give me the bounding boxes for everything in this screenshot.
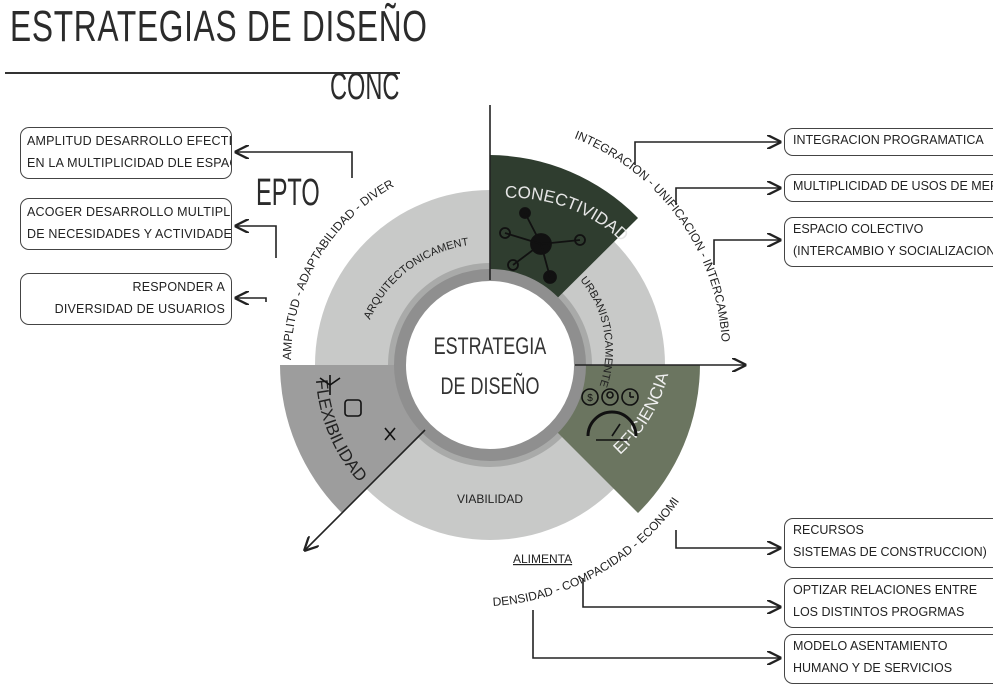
left-box-amplitud-line1: AMPLITUD DESARROLLO EFECTIVO bbox=[27, 134, 232, 148]
center-line2: DE DISEÑO bbox=[441, 371, 540, 399]
page-title: ESTRATEGIAS DE DISEÑO bbox=[10, 2, 428, 51]
concepto-part1: CONC bbox=[330, 66, 400, 108]
inner-label-bottom: VIABILIDAD bbox=[457, 492, 523, 506]
right-box-optizar-line2: LOS DISTINTOS PROGRMAS bbox=[793, 605, 965, 619]
inner-label-left-text: ARQUITECTONICAMENTE bbox=[0, 0, 470, 321]
merge-arrows-icon bbox=[384, 427, 396, 441]
flexibilidad-icons bbox=[319, 375, 396, 441]
gear-person-icon bbox=[601, 388, 619, 406]
right-box-multiplicidad-line1: MULTIPLICIDAD DE USOS DE MERCADO bbox=[793, 179, 993, 193]
left-box-responder: RESPONDER A DIVERSIDAD DE USUARIOS bbox=[20, 273, 232, 325]
right-box-integracion: INTEGRACION PROGRAMATICA bbox=[784, 128, 993, 156]
concepto-part2: EPTO bbox=[256, 172, 320, 214]
left-box-acoger-line2: DE NECESIDADES Y ACTIVIDADES bbox=[27, 227, 232, 241]
title-underline bbox=[5, 72, 400, 74]
right-box-integracion-line1: INTEGRACION PROGRAMATICA bbox=[793, 133, 984, 147]
right-box-espacio-line2: (INTERCAMBIO Y SOCIALIZACION) bbox=[793, 244, 993, 258]
refresh-icon bbox=[344, 399, 362, 417]
alimenta-label: ALIMENTA bbox=[513, 552, 572, 566]
right-box-optizar: OPTIZAR RELACIONES ENTRE LOS DISTINTOS P… bbox=[784, 578, 993, 628]
network-icon bbox=[499, 207, 586, 284]
clock-icon bbox=[621, 388, 639, 406]
axis-diagonal-arrow bbox=[305, 429, 426, 550]
right-top-connectors bbox=[634, 142, 780, 265]
left-box-responder-line1: RESPONDER A bbox=[132, 280, 225, 294]
right-box-multiplicidad: MULTIPLICIDAD DE USOS DE MERCADO bbox=[784, 174, 993, 202]
left-box-acoger: ACOGER DESARROLLO MULTIPLICIDAD DE NECES… bbox=[20, 198, 232, 250]
right-box-recursos: RECURSOS SISTEMAS DE CONSTRUCCION) bbox=[784, 518, 993, 568]
split-arrows-icon bbox=[319, 375, 341, 395]
svg-text:$: $ bbox=[587, 393, 593, 404]
money-icon bbox=[581, 388, 599, 406]
right-box-espacio-line1: ESPACIO COLECTIVO bbox=[793, 222, 924, 236]
gauge-icon bbox=[586, 410, 638, 437]
left-box-responder-line2: DIVERSIDAD DE USUARIOS bbox=[54, 302, 225, 316]
left-box-amplitud: AMPLITUD DESARROLLO EFECTIVO EN LA MULTI… bbox=[20, 127, 232, 179]
left-box-amplitud-line2: EN LA MULTIPLICIDAD DLE ESPACIO bbox=[27, 156, 232, 170]
right-box-recursos-line1: RECURSOS bbox=[793, 523, 864, 537]
left-box-acoger-line1: ACOGER DESARROLLO MULTIPLICIDAD bbox=[27, 205, 231, 219]
eficiencia-icons: $ bbox=[581, 388, 639, 441]
inner-label-left: ARQUITECTONICAMENTE bbox=[0, 0, 470, 321]
right-box-modelo-line1: MODELO ASENTAMIENTO bbox=[793, 639, 948, 653]
right-bottom-connectors bbox=[532, 530, 780, 658]
right-box-espacio: ESPACIO COLECTIVO (INTERCAMBIO Y SOCIALI… bbox=[784, 217, 993, 267]
right-box-modelo: MODELO ASENTAMIENTO HUMANO Y DE SERVICIO… bbox=[784, 634, 993, 684]
center-line1: ESTRATEGIA bbox=[434, 334, 547, 360]
right-box-optizar-line1: OPTIZAR RELACIONES ENTRE bbox=[793, 583, 978, 597]
center-ring bbox=[394, 269, 586, 461]
left-connectors bbox=[236, 152, 353, 302]
right-box-modelo-line2: HUMANO Y DE SERVICIOS bbox=[793, 661, 953, 675]
right-box-recursos-line2: SISTEMAS DE CONSTRUCCION) bbox=[793, 545, 987, 559]
